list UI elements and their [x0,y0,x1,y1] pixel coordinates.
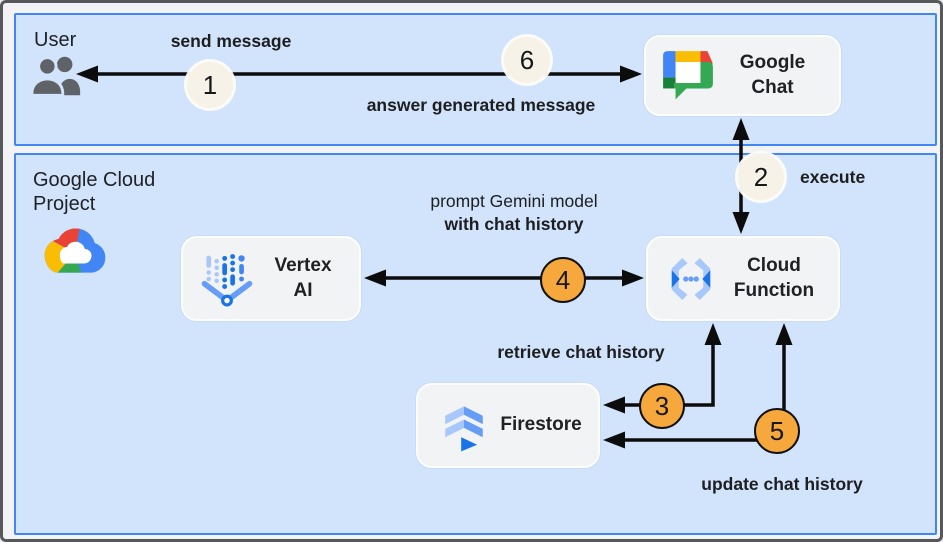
step-3: 3 [639,383,685,429]
firestore-icon [445,405,483,451]
user-icon [30,56,81,97]
node-cloud-function: Cloud Function [646,236,840,321]
google-chat-icon [663,50,713,99]
label-retrieve-chat-history: retrieve chat history [497,342,665,362]
node-google-chat: Google Chat [644,35,841,116]
label-answer-generated-message: answer generated message [366,95,596,115]
node-google-chat-label: Google Chat [739,51,806,98]
vertex-ai-icon [201,253,253,306]
step-1: 1 [187,62,233,108]
label-prompt-gemini: prompt Gemini model with chat history [430,191,598,234]
label-execute: execute [800,167,866,187]
user-zone-title: User [34,29,77,51]
node-vertex-ai-label: Vertex AI [274,254,332,301]
node-vertex-ai: Vertex AI [181,236,361,321]
node-cloud-function-label: Cloud Function [733,254,815,301]
cloud-function-icon [671,257,711,300]
step-4: 4 [540,257,586,303]
step-5: 5 [754,408,800,454]
label-update-chat-history: update chat history [701,474,863,494]
step-6: 6 [504,37,550,83]
gcp-zone-title: Google Cloud Project [33,169,156,216]
google-cloud-icon [44,228,106,273]
step-2: 2 [738,154,784,200]
node-firestore: Firestore [416,383,600,468]
label-send-message: send message [170,31,292,51]
node-firestore-label: Firestore [500,414,582,436]
